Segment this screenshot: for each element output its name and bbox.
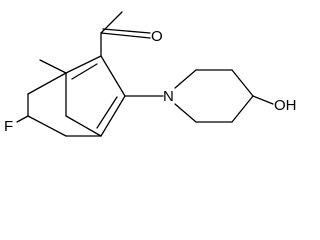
- molecule-structure: O F N OH: [4, 11, 297, 137]
- carbonyl-oxygen-label: O: [151, 28, 163, 45]
- ring-double-bond: [96, 96, 118, 129]
- acetyl-group: [100, 11, 151, 57]
- ring-bond: [27, 72, 67, 95]
- methyl-bond: [100, 11, 123, 34]
- ring-bond: [231, 95, 254, 123]
- nitrogen-label: N: [163, 88, 174, 105]
- ring-bond: [100, 55, 126, 97]
- ring-bond: [39, 59, 67, 74]
- ring-bond: [65, 115, 102, 137]
- carbonyl-double-bond-inner: [102, 28, 151, 34]
- ring-bond: [231, 69, 254, 97]
- ring-bond: [65, 55, 102, 74]
- ring-bond: [174, 69, 197, 89]
- hydroxyl-label: OH: [274, 97, 297, 114]
- piperidine-ring: [174, 69, 254, 123]
- benzene-ring: [39, 55, 126, 137]
- ring-bond: [174, 103, 197, 123]
- ring-double-bond: [71, 63, 98, 80]
- carbonyl-double-bond: [100, 32, 151, 39]
- c-oh-bond: [252, 95, 274, 105]
- ring-bond: [100, 95, 126, 137]
- fluorine-label: F: [4, 118, 13, 135]
- c-f-bond: [16, 115, 29, 123]
- ring-bond: [27, 115, 67, 137]
- fluoro-substituent: [16, 72, 102, 137]
